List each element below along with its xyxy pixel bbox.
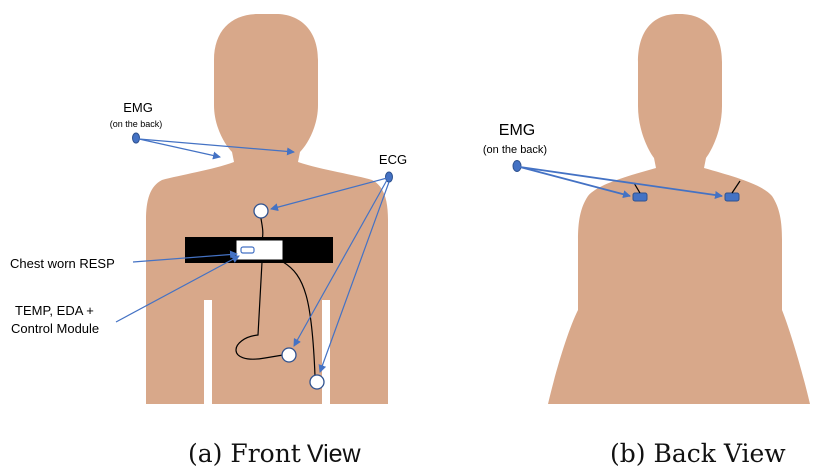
front-emg-arrow-left	[139, 139, 220, 157]
back-emg-sublabel: (on the back)	[483, 144, 547, 156]
resp-label: Chest worn RESP	[10, 256, 115, 271]
back-emg-electrode-right	[725, 193, 739, 201]
front-view: EMG (on the back) ECG Chest worn RESP TE…	[10, 14, 407, 468]
ecg-electrode-lower-right	[310, 375, 324, 389]
back-emg-marker	[513, 161, 521, 172]
back-view-caption: (b) Back View	[610, 439, 786, 468]
module-label-line2: Control Module	[11, 321, 99, 336]
back-emg-electrode-left	[633, 193, 647, 201]
ecg-electrode-lower-left	[282, 348, 296, 362]
back-view: EMG (on the back) (b) Back View	[483, 14, 810, 468]
front-emg-label: EMG	[123, 100, 153, 115]
module-label-line1: TEMP, EDA +	[15, 303, 94, 318]
front-emg-sublabel: (on the back)	[110, 119, 163, 129]
back-body-silhouette	[548, 14, 810, 404]
ecg-electrode-upper	[254, 204, 268, 218]
front-caption-suffix: View	[307, 440, 362, 468]
front-caption-prefix: (a) Front	[188, 439, 301, 468]
ecg-label: ECG	[379, 152, 407, 167]
front-emg-marker	[133, 133, 140, 143]
resp-sensor-slot	[241, 247, 254, 253]
back-emg-label: EMG	[499, 122, 535, 139]
